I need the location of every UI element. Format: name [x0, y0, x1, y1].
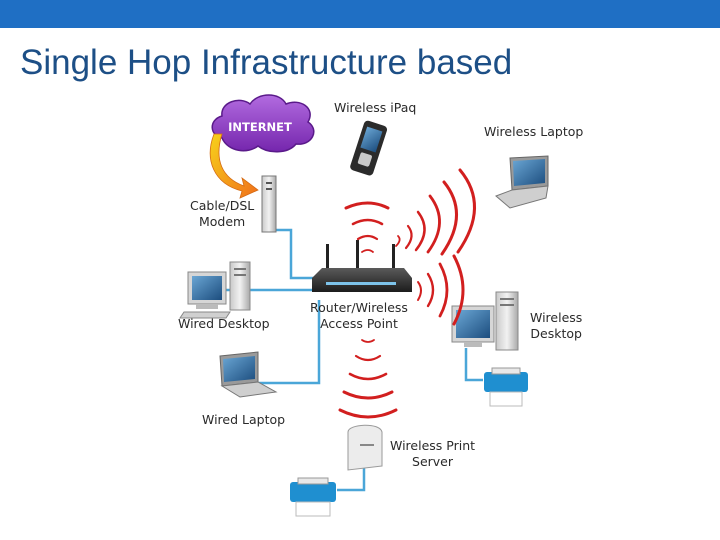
print-server-icon: [347, 424, 383, 471]
internet-label: INTERNET: [228, 120, 292, 134]
wireless-signal-waves: [338, 168, 476, 419]
slide-title: Single Hop Infrastructure based: [20, 43, 513, 82]
label-wired-laptop: Wired Laptop: [202, 412, 286, 427]
ethernet-cables: [212, 228, 483, 492]
label-wireless-desktop: Wireless Desktop: [530, 310, 583, 341]
label-wireless-laptop: Wireless Laptop: [484, 124, 584, 139]
label-wired-desktop: Wired Desktop: [178, 316, 270, 331]
internet-arrow-icon: [209, 133, 259, 199]
label-print-server: Wireless Print Server: [390, 438, 476, 469]
modem-icon: [261, 175, 277, 233]
cable-modem-router: [270, 228, 314, 280]
wireless-desktop-icon: [451, 291, 519, 351]
label-wireless-ipaq: Wireless iPaq: [334, 100, 417, 115]
cable-printserver-printer: [337, 468, 366, 492]
cable-laptop-router: [252, 300, 321, 385]
internet-cloud-icon: INTERNET: [211, 94, 315, 153]
printer-icon: [484, 367, 528, 407]
wired-laptop-icon: [219, 351, 278, 398]
wireless-laptop-icon: [495, 155, 549, 209]
label-router: Router/Wireless Access Point: [310, 300, 408, 331]
pda-icon: [350, 120, 388, 176]
top-accent-bar: [0, 0, 720, 28]
printer-icon-2: [290, 477, 336, 517]
cable-desktop-printer: [464, 348, 483, 382]
label-modem: Cable/DSL Modem: [190, 198, 255, 229]
router-icon: [312, 240, 412, 292]
wired-desktop-icon: [179, 261, 251, 319]
